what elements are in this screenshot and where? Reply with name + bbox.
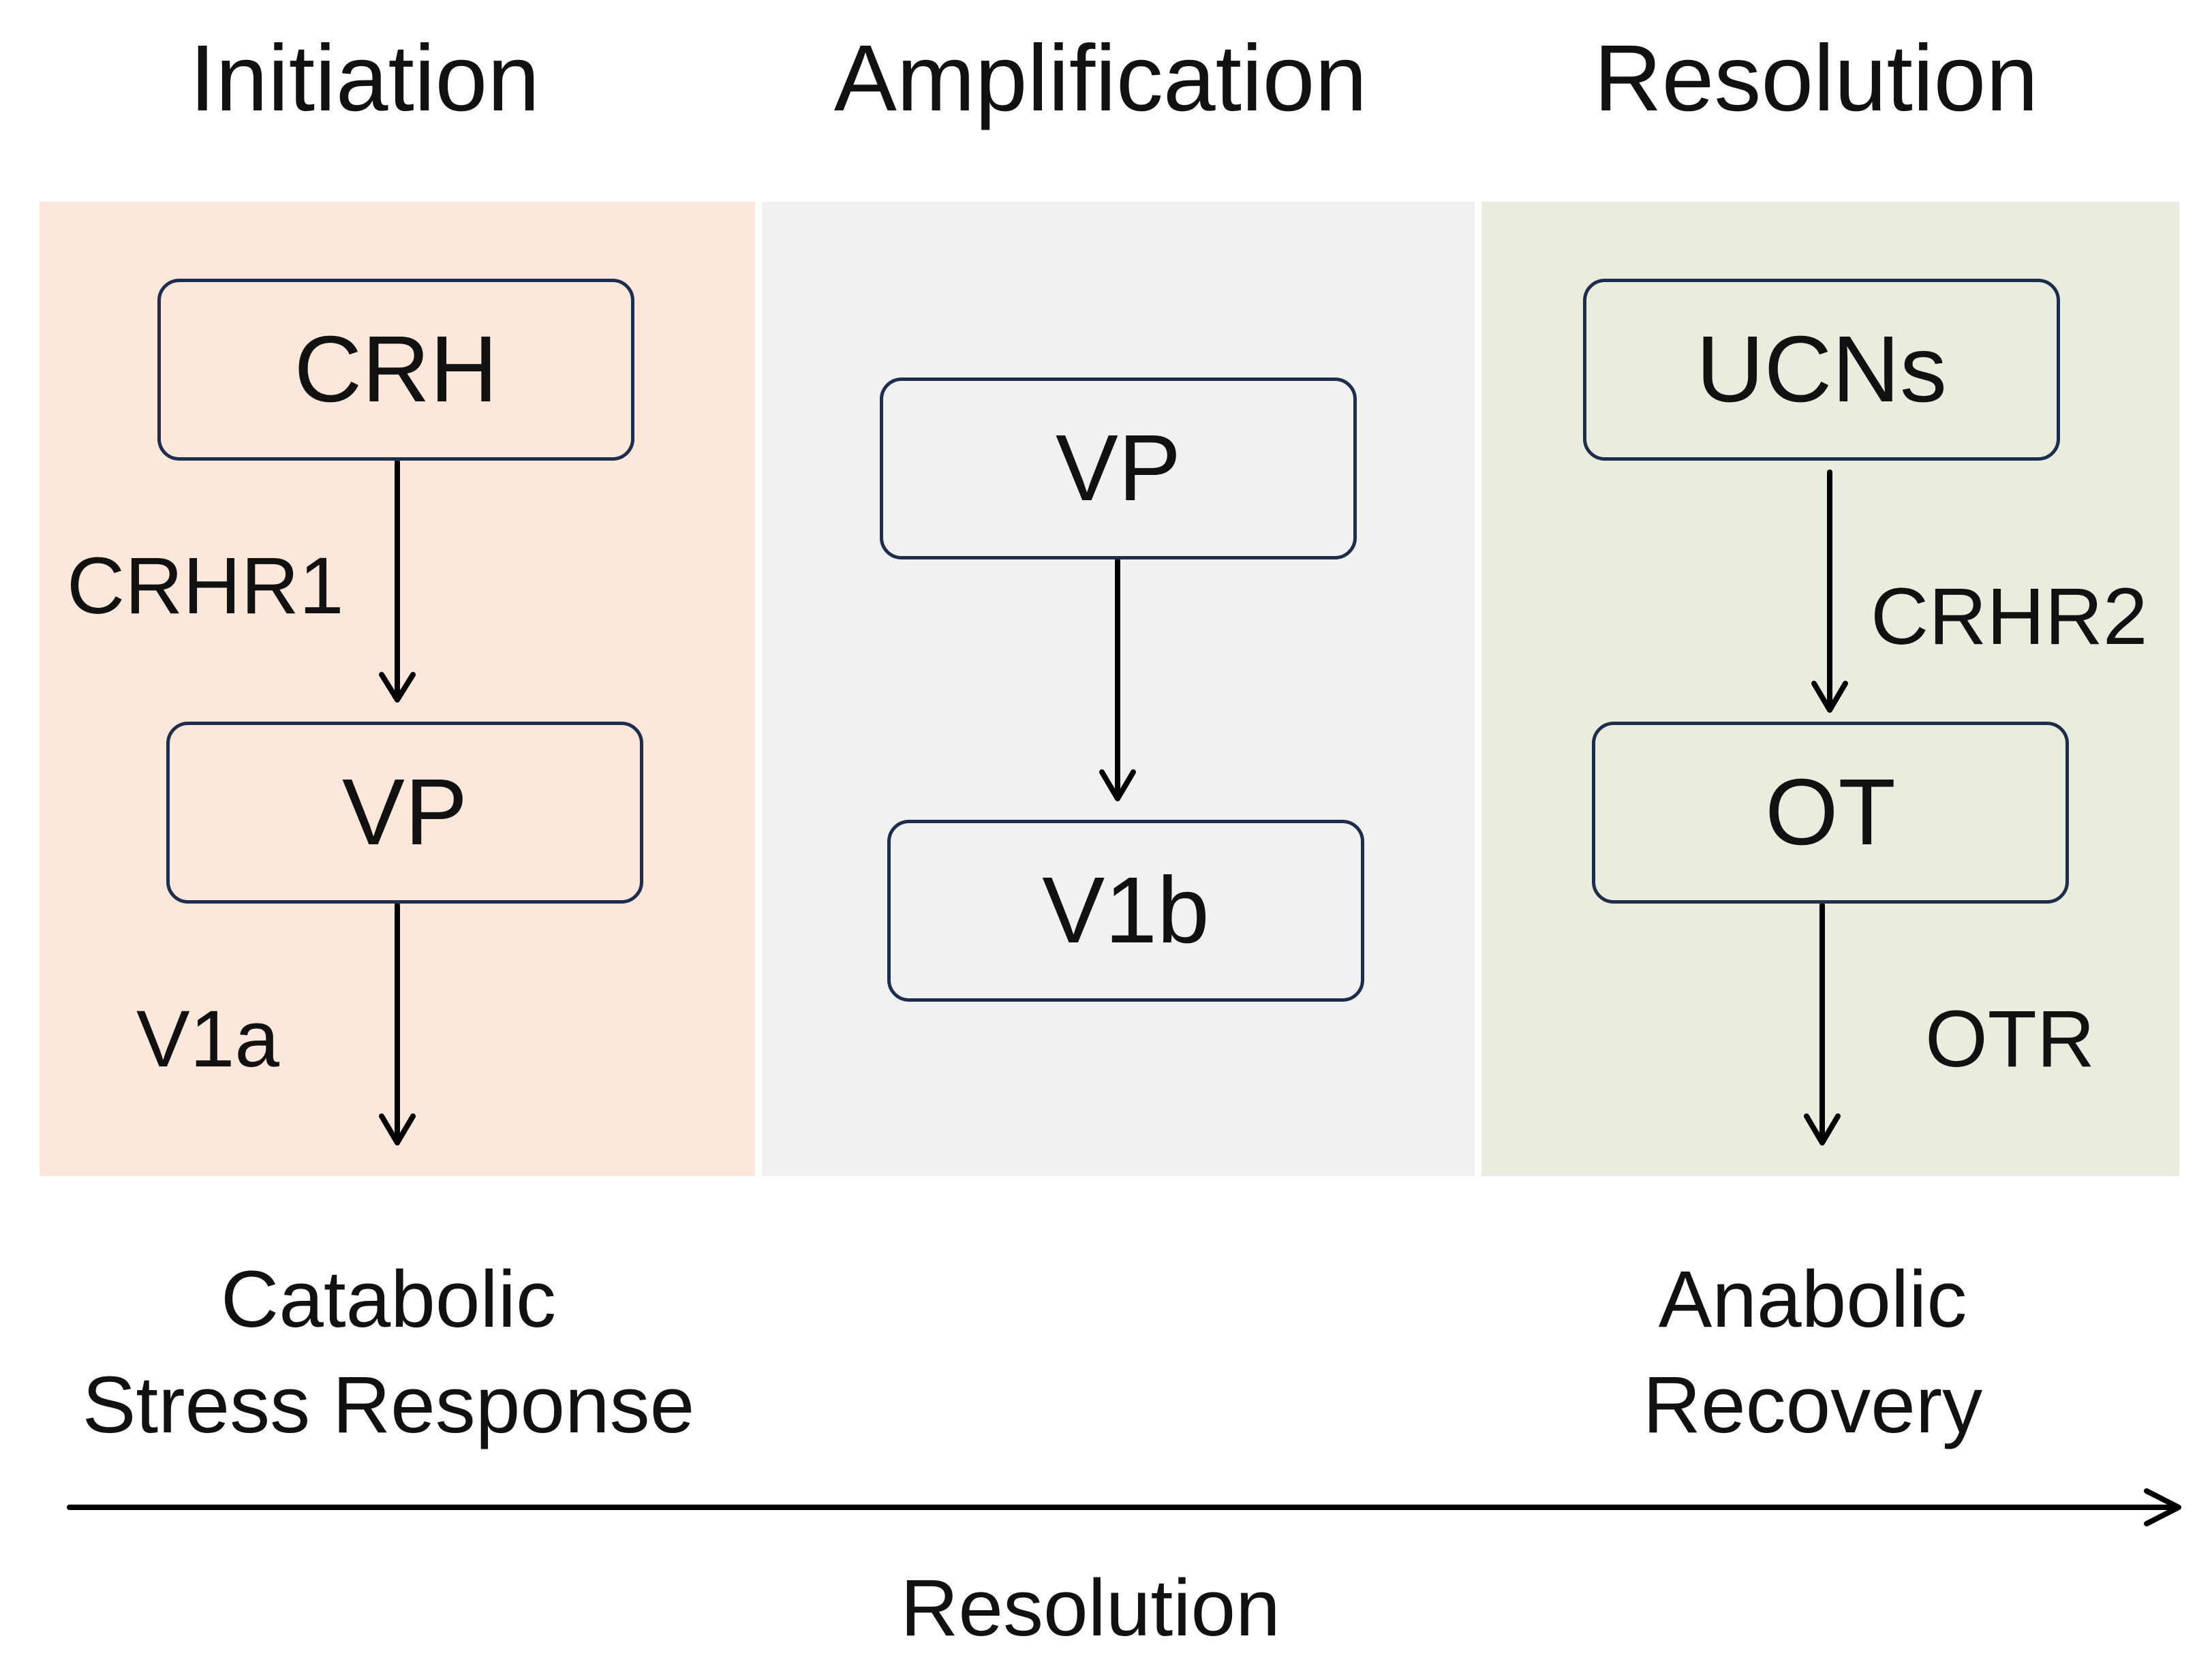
arrow-ot-down bbox=[1804, 902, 1841, 1145]
arrow-vp-to-v1b bbox=[1099, 558, 1136, 801]
phase-heading-amplification: Amplification bbox=[833, 26, 1368, 131]
phase-heading-resolution: Resolution bbox=[1593, 26, 2039, 131]
outcome-catabolic: Catabolic Stress Response bbox=[41, 1247, 736, 1458]
edge-label-crhr2: CRHR2 bbox=[1871, 572, 2148, 662]
arrow-vp-down bbox=[379, 902, 416, 1145]
node-vp-initiation: VP bbox=[166, 722, 643, 904]
node-ucns: UCNs bbox=[1583, 279, 2060, 461]
resolution-axis-label: Resolution bbox=[900, 1563, 1280, 1653]
outcome-anabolic-line1: Anabolic bbox=[1658, 1255, 1967, 1344]
node-vp-amplification: VP bbox=[880, 378, 1357, 559]
resolution-axis-arrow bbox=[67, 1488, 2181, 1526]
outcome-catabolic-line1: Catabolic bbox=[221, 1255, 556, 1344]
node-crh: CRH bbox=[157, 279, 634, 461]
outcome-anabolic: Anabolic Recovery bbox=[1499, 1247, 2126, 1458]
phase-heading-initiation: Initiation bbox=[189, 26, 540, 131]
node-v1b: V1b bbox=[887, 820, 1364, 1002]
outcome-catabolic-line2: Stress Response bbox=[82, 1360, 695, 1450]
outcome-anabolic-line2: Recovery bbox=[1642, 1360, 1983, 1450]
edge-label-crhr1: CRHR1 bbox=[67, 541, 344, 631]
edge-label-otr: OTR bbox=[1925, 994, 2095, 1084]
node-ot: OT bbox=[1592, 722, 2069, 904]
edge-label-v1a: V1a bbox=[136, 994, 279, 1084]
arrow-crh-to-vp bbox=[379, 459, 416, 703]
arrow-ucns-to-ot bbox=[1811, 470, 1848, 713]
